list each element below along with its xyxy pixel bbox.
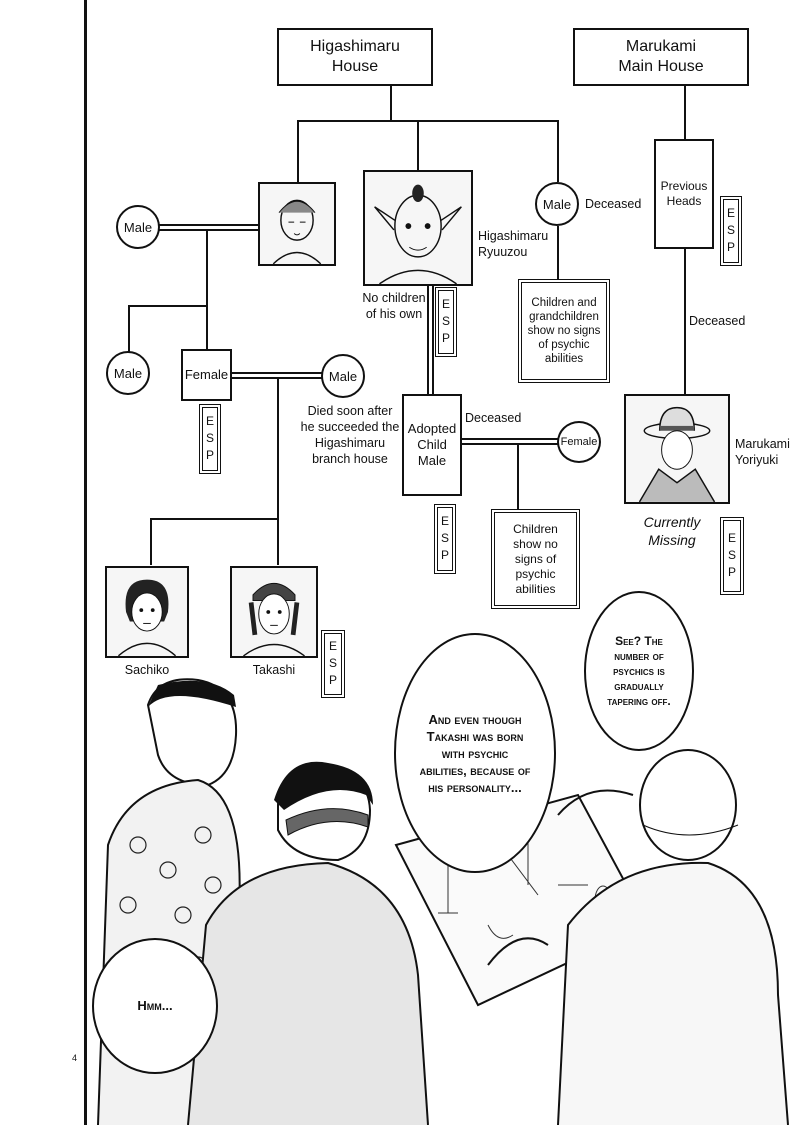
page-number: 4 xyxy=(72,1053,78,1063)
bald-man xyxy=(487,749,789,1125)
ryuuzou-name: Higashimaru Ryuuzou xyxy=(478,229,549,259)
esp-mark: ESP xyxy=(434,504,456,574)
old-woman-portrait xyxy=(258,182,336,266)
ryuuzou-portrait xyxy=(363,170,473,286)
esp-mark: ESP xyxy=(720,517,744,595)
takashi-name: Takashi xyxy=(252,663,296,677)
adopted-child-box: Adopted Child Male xyxy=(402,394,462,496)
yoriyuki-name: Marukami Yoriyuki xyxy=(735,437,790,467)
adoption-line xyxy=(427,286,429,394)
speech-bubble-and-even: And even though Takashi was born with ps… xyxy=(394,633,556,873)
male-node: Male xyxy=(535,182,579,226)
male-node: Male xyxy=(321,354,365,398)
marriage-line xyxy=(230,372,322,374)
male-node: Male xyxy=(106,351,150,395)
connector xyxy=(150,518,152,565)
characters-illustration xyxy=(97,678,789,1125)
connector xyxy=(517,443,519,509)
no-signs-box-1: Children and grandchildren show no signs… xyxy=(518,279,610,383)
connector xyxy=(206,229,208,307)
adoption-line xyxy=(432,286,434,394)
higashimaru-house-label: Higashimaru House xyxy=(310,38,400,75)
page-margin-line xyxy=(84,0,87,1125)
marriage-line xyxy=(461,438,558,440)
speech-bubble-see: See? The number of psychics is gradually… xyxy=(584,591,694,751)
connector xyxy=(128,305,130,353)
connector xyxy=(557,120,559,182)
no-signs-box-2: Children show no signs of psychic abilit… xyxy=(491,509,580,609)
currently-missing-note: Currently Missing xyxy=(643,514,701,548)
deceased-label: Deceased xyxy=(585,197,642,211)
speech-bubble-hmm: Hmm... xyxy=(92,938,218,1074)
connector xyxy=(557,226,559,280)
marriage-line xyxy=(158,229,258,231)
female-node: Female xyxy=(557,421,601,463)
connector xyxy=(684,86,686,139)
esp-mark: ESP xyxy=(720,196,742,266)
marukami-house-box: Marukami Main House xyxy=(573,28,749,86)
connector xyxy=(277,377,279,565)
no-children-note: No children of his own xyxy=(362,291,426,321)
connector xyxy=(150,518,279,520)
connector xyxy=(417,120,419,170)
connector xyxy=(206,305,208,350)
connector xyxy=(297,120,558,122)
esp-mark: ESP xyxy=(321,630,345,698)
died-soon-note: Died soon after he succeeded the Higashi… xyxy=(300,404,400,466)
marriage-line xyxy=(461,443,558,445)
sachiko-portrait xyxy=(105,566,189,658)
male-node: Male xyxy=(116,205,160,249)
esp-mark: ESP xyxy=(199,404,221,474)
marriage-line xyxy=(158,224,258,226)
takashi-portrait xyxy=(230,566,318,658)
marriage-line xyxy=(230,377,322,379)
yoriyuki-portrait xyxy=(624,394,730,504)
previous-heads-box: Previous Heads xyxy=(654,139,714,249)
sachiko-name: Sachiko xyxy=(124,663,170,677)
marukami-house-label: Marukami Main House xyxy=(618,38,704,75)
connector xyxy=(390,86,392,120)
deceased-label: Deceased xyxy=(689,314,746,328)
deceased-label: Deceased xyxy=(465,411,522,425)
esp-mark: ESP xyxy=(435,287,457,357)
connector xyxy=(684,249,686,394)
connector xyxy=(128,305,208,307)
female-box: Female xyxy=(181,349,232,401)
takashi-figure xyxy=(187,761,429,1125)
higashimaru-house-box: Higashimaru House xyxy=(277,28,433,86)
connector xyxy=(297,120,299,182)
